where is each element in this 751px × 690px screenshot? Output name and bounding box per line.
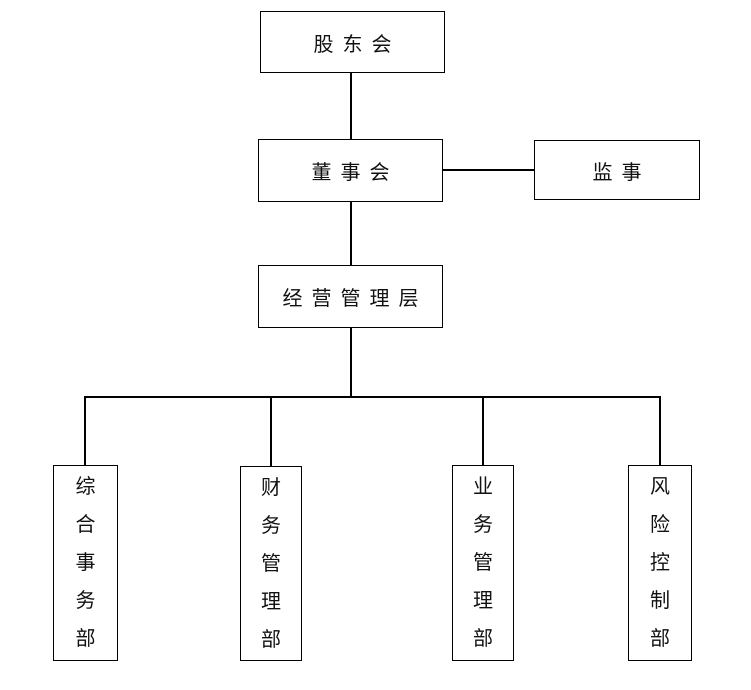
connector-shareholders-board <box>350 73 352 139</box>
node-dept-general-affairs-label: 综合事务部 <box>75 476 96 650</box>
node-dept-finance-management-label: 财务管理部 <box>261 476 281 651</box>
node-management-layer: 经营管理层 <box>258 265 443 328</box>
connector-board-management <box>350 202 352 265</box>
connector-board-supervisor <box>443 169 534 171</box>
connector-drop-risk-control <box>659 396 661 465</box>
connector-drop-business <box>482 396 484 465</box>
node-shareholders-label: 股东会 <box>313 33 401 56</box>
connector-distribution-bar <box>85 396 661 398</box>
node-dept-risk-control: 风险控制部 <box>628 465 692 661</box>
node-shareholders-meeting: 股东会 <box>260 11 445 73</box>
node-dept-risk-control-label: 风险控制部 <box>650 476 670 650</box>
connector-management-trunk <box>350 328 352 397</box>
node-dept-general-affairs: 综合事务部 <box>53 465 118 661</box>
node-supervisor-label: 监事 <box>592 161 651 184</box>
connector-drop-general-affairs <box>84 396 86 465</box>
connector-drop-finance <box>270 396 272 466</box>
node-dept-business-management-label: 业务管理部 <box>473 476 493 650</box>
node-supervisor: 监事 <box>534 140 700 200</box>
node-dept-finance-management: 财务管理部 <box>240 466 302 661</box>
node-board-label: 董事会 <box>311 162 399 184</box>
node-dept-business-management: 业务管理部 <box>452 465 514 661</box>
node-board-of-directors: 董事会 <box>258 139 443 202</box>
node-management-label: 经营管理层 <box>282 288 428 310</box>
